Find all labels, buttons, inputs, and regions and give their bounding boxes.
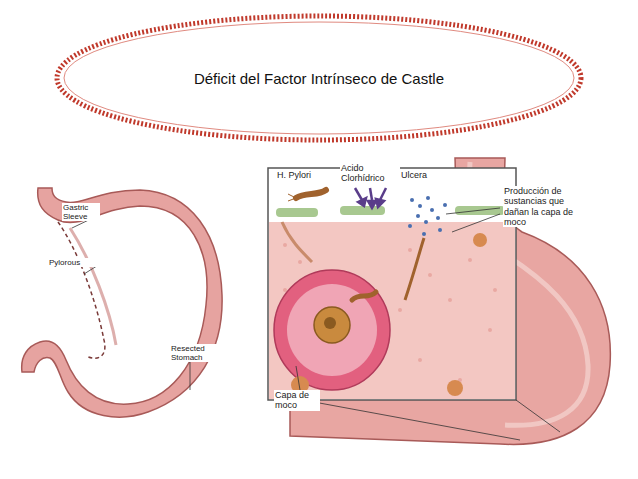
part-label: Gastric Sleeve bbox=[62, 203, 100, 221]
part-label: Acido Clorhídrico bbox=[340, 163, 400, 184]
title-text: Déficit del Factor Intrínseco de Castle bbox=[90, 70, 548, 87]
title-oval bbox=[57, 16, 581, 140]
note-label: Producción de sustancias que dañan la ca… bbox=[503, 186, 581, 227]
sleeve-stomach bbox=[22, 188, 222, 417]
part-label: Capa de moco bbox=[274, 390, 320, 411]
part-label: Ulcera bbox=[400, 170, 442, 180]
part-label: H. Pylori bbox=[276, 170, 328, 180]
part-label: Resected Stomach bbox=[170, 344, 218, 362]
title-oval-inner bbox=[64, 22, 574, 134]
part-label: Pylorous bbox=[48, 258, 100, 267]
